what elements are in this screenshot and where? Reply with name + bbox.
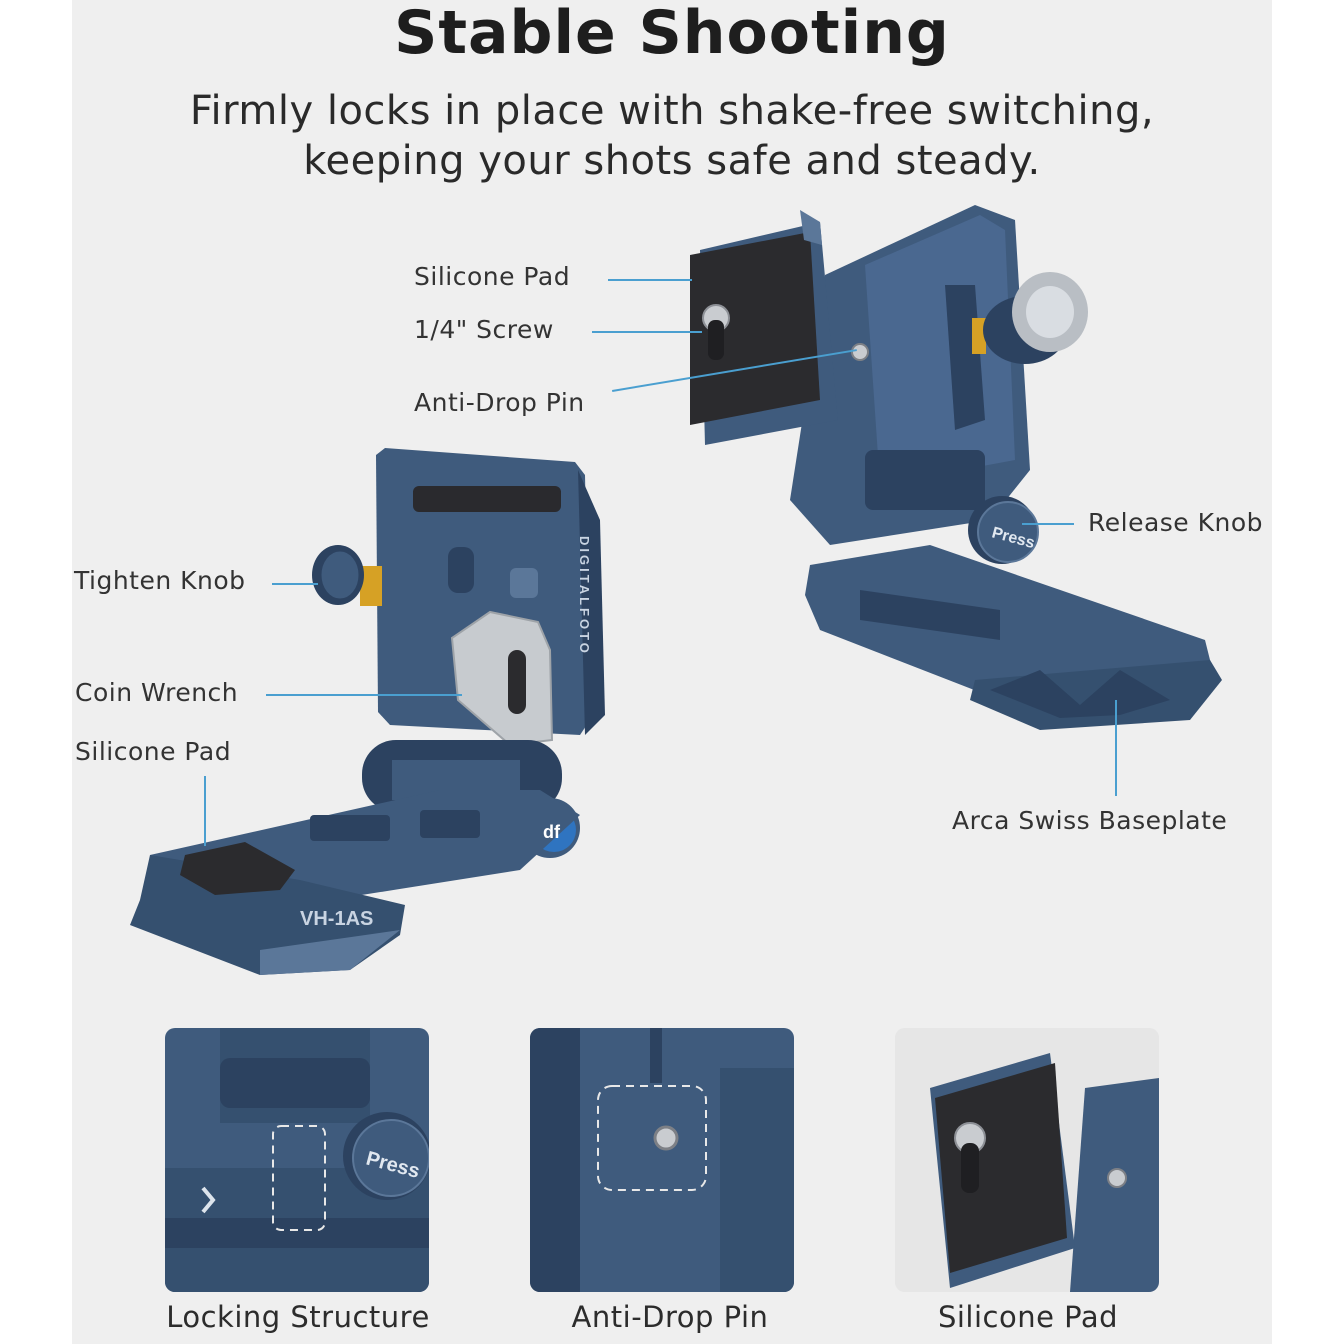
anti-drop-pin-icon <box>851 343 869 361</box>
callout-silicone-pad-left: Silicone Pad <box>75 737 232 766</box>
callout-screw: 1/4" Screw <box>414 315 554 344</box>
product-illustration: VH-1AS DIGITALFOTO df Press <box>130 205 1222 975</box>
tighten-knob <box>312 545 382 606</box>
detail-silicone-pad <box>895 1028 1159 1292</box>
callout-release-knob: Release Knob <box>1088 508 1264 537</box>
model-text: VH-1AS <box>300 908 373 930</box>
page-subtitle: Firmly locks in place with shake-free sw… <box>0 86 1344 186</box>
leader-silicone-pad-top <box>608 279 692 281</box>
callout-silicone-pad-top: Silicone Pad <box>414 262 571 291</box>
callout-coin-wrench: Coin Wrench <box>75 678 239 707</box>
page-title: Stable Shooting <box>394 0 950 68</box>
caption-silicone-pad: Silicone Pad <box>937 1300 1119 1334</box>
subtitle-line-2: keeping your shots safe and steady. <box>303 138 1041 184</box>
leader-arca-swiss <box>1115 700 1117 796</box>
tighten-knob-right <box>972 272 1088 364</box>
release-knob <box>968 496 1039 564</box>
highlight-box <box>597 1085 707 1191</box>
coin-wrench <box>450 610 554 747</box>
caption-anti-drop-pin: Anti-Drop Pin <box>571 1300 769 1334</box>
leader-tighten-knob <box>272 583 318 585</box>
left-bracket <box>130 448 605 975</box>
highlight-box <box>272 1125 326 1231</box>
brand-text: DIGITALFOTO <box>577 536 592 656</box>
leader-silicone-pad-left <box>204 776 206 846</box>
leader-release-knob <box>1022 523 1074 525</box>
silicone-pad-left <box>180 842 295 895</box>
right-bracket <box>690 205 1222 730</box>
subtitle-line-1: Firmly locks in place with shake-free sw… <box>189 88 1155 134</box>
callout-arca-swiss: Arca Swiss Baseplate <box>952 806 1228 835</box>
silicone-pad-right <box>690 232 820 425</box>
callout-anti-drop-pin: Anti-Drop Pin <box>414 388 585 417</box>
caption-locking-structure: Locking Structure <box>166 1300 430 1334</box>
detail-locking-structure: Press <box>165 1028 429 1292</box>
leader-coin-wrench <box>266 694 462 696</box>
callout-tighten-knob: Tighten Knob <box>74 566 246 595</box>
detail-anti-drop-pin <box>530 1028 794 1292</box>
leader-screw <box>592 331 702 333</box>
logo-text: df <box>543 822 561 842</box>
